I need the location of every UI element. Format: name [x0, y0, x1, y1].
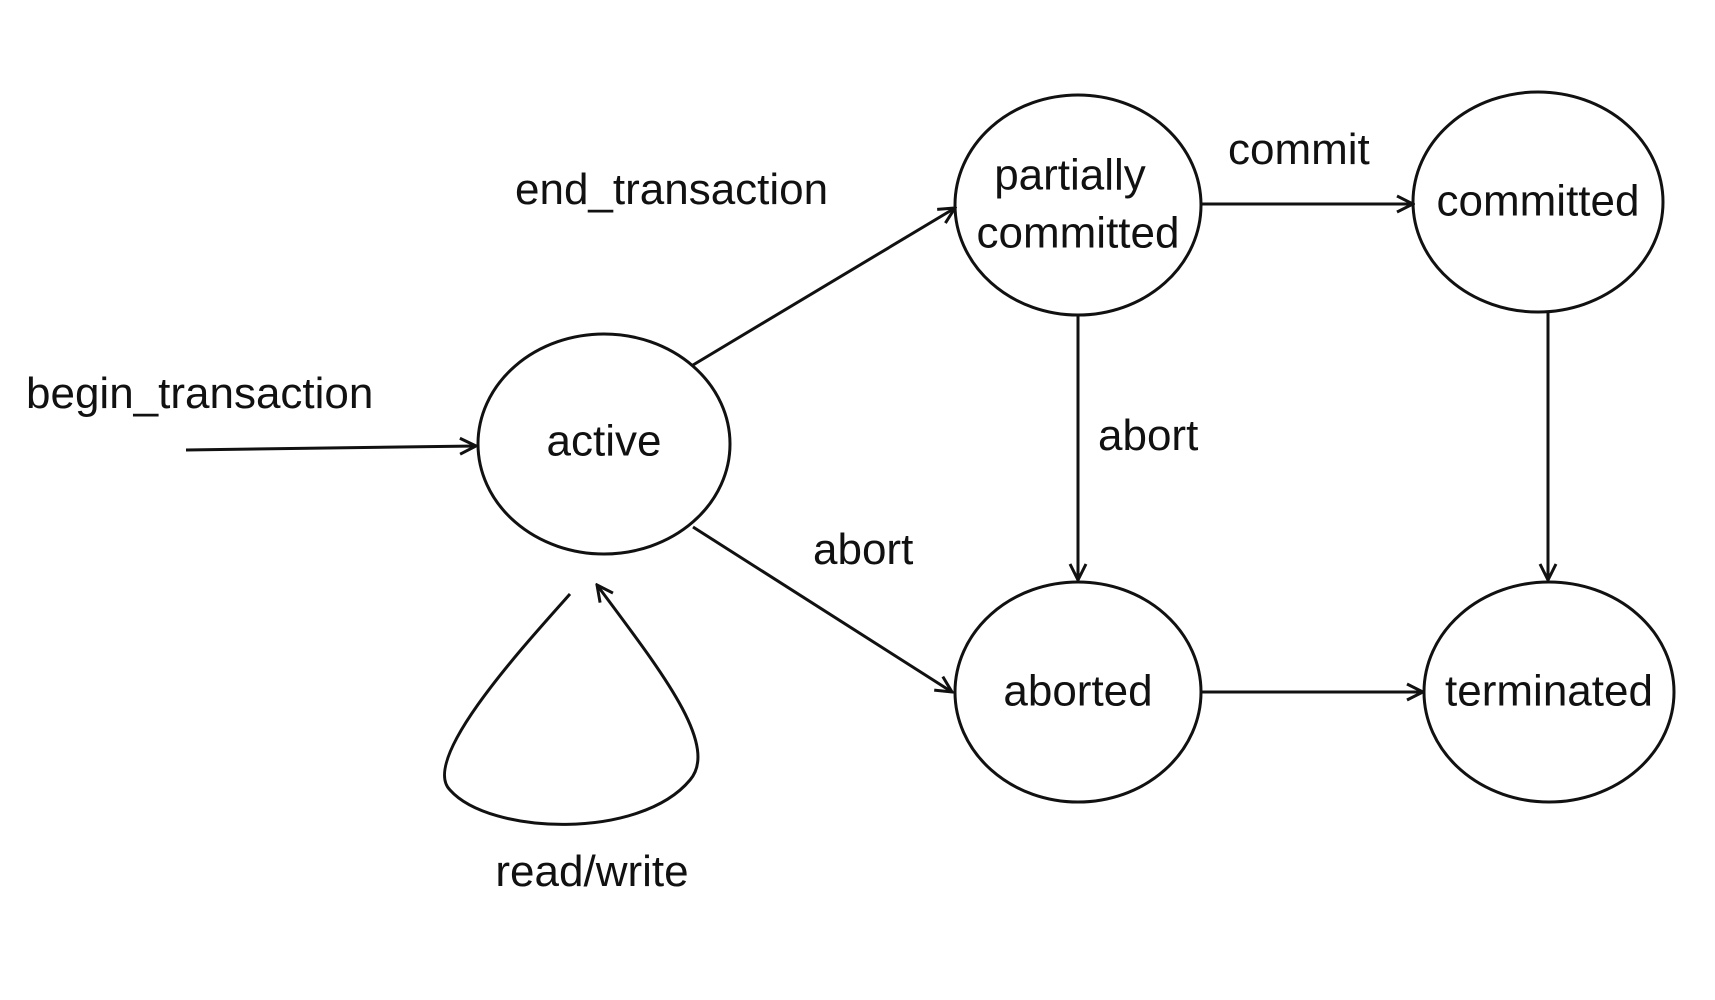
state-active-label: active [547, 417, 662, 466]
state-terminated-label: terminated [1445, 667, 1653, 716]
edge-label-abort-from-active: abort [813, 525, 913, 574]
state-committed-label: committed [1437, 177, 1640, 226]
edge-label-end-transaction: end_transaction [515, 165, 828, 214]
edge-abort-from-active [692, 525, 952, 692]
state-aborted [953, 580, 1203, 804]
edge-label-begin-transaction: begin_transaction [26, 369, 373, 418]
edge-label-commit: commit [1228, 125, 1370, 174]
state-partially-committed-label-line1: partially [994, 151, 1146, 200]
state-aborted-label: aborted [1003, 667, 1152, 716]
edge-end-transaction [692, 208, 955, 367]
edge-begin-transaction [185, 446, 476, 450]
edge-label-abort-from-partial: abort [1098, 411, 1198, 460]
edge-label-read-write: read/write [495, 847, 688, 896]
state-partially-committed [953, 93, 1203, 317]
edge-read-write-loop [443, 585, 700, 826]
state-partially-committed-label-line2: committed [977, 209, 1180, 258]
